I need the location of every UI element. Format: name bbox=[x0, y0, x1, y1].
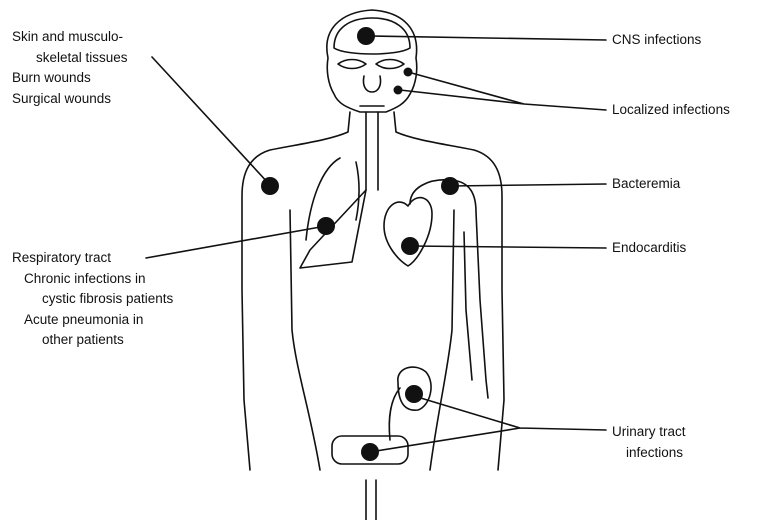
label-cns-text: CNS infections bbox=[612, 32, 702, 47]
label-urinary-line1: Urinary tract bbox=[612, 424, 686, 439]
label-skin-line4: Surgical wounds bbox=[12, 90, 112, 106]
label-respiratory: Respiratory tract Chronic infections in … bbox=[12, 248, 173, 351]
marker-cns bbox=[357, 27, 375, 45]
label-urinary: Urinary tract infections bbox=[612, 422, 686, 463]
body-outline bbox=[241, 111, 505, 471]
urethra bbox=[365, 479, 377, 520]
leader-urinary bbox=[369, 395, 607, 453]
leader-skin bbox=[151, 56, 271, 186]
marker-localized-lower bbox=[393, 85, 403, 95]
label-respiratory-line3: cystic fibrosis patients bbox=[42, 291, 174, 306]
label-localized-text: Localized infections bbox=[612, 102, 730, 117]
leader-cns bbox=[367, 35, 607, 41]
aorta bbox=[409, 179, 489, 399]
label-skin: Skin and musculo- skeletal tissues Burn … bbox=[12, 27, 128, 109]
label-bacteremia-text: Bacteremia bbox=[612, 176, 681, 191]
label-urinary-line2: infections bbox=[626, 444, 684, 460]
marker-skin bbox=[261, 177, 279, 195]
head-outline bbox=[326, 9, 418, 113]
label-skin-line3: Burn wounds bbox=[12, 70, 91, 85]
right-eye bbox=[375, 58, 405, 70]
marker-endocarditis bbox=[401, 237, 419, 255]
leader-endocarditis bbox=[409, 245, 607, 249]
label-skin-line2: skeletal tissues bbox=[36, 49, 128, 65]
trachea bbox=[365, 111, 379, 191]
leader-bacteremia bbox=[449, 183, 607, 187]
marker-bladder bbox=[361, 443, 379, 461]
marker-respiratory bbox=[317, 217, 335, 235]
heart-outline bbox=[383, 196, 433, 267]
label-cns: CNS infections bbox=[612, 30, 701, 51]
kidney-outline bbox=[397, 366, 432, 411]
marker-bacteremia bbox=[441, 177, 459, 195]
leader-respiratory bbox=[145, 225, 327, 259]
lungs-outline bbox=[299, 157, 367, 269]
brain-outline bbox=[333, 17, 411, 55]
nose bbox=[362, 75, 382, 93]
leader-localized bbox=[399, 71, 607, 111]
left-eye bbox=[337, 58, 367, 70]
ureter bbox=[388, 387, 401, 441]
label-respiratory-line4: Acute pneumonia in bbox=[24, 311, 144, 327]
label-respiratory-line2: Chronic infections in bbox=[24, 270, 146, 286]
label-skin-line1: Skin and musculo- bbox=[12, 29, 124, 44]
label-endocarditis-text: Endocarditis bbox=[612, 240, 687, 255]
marker-kidney bbox=[405, 385, 423, 403]
label-localized: Localized infections bbox=[612, 100, 730, 121]
label-endocarditis: Endocarditis bbox=[612, 238, 686, 259]
bladder-outline bbox=[331, 435, 409, 465]
label-respiratory-line5: other patients bbox=[42, 332, 124, 347]
label-respiratory-title: Respiratory tract bbox=[12, 250, 112, 265]
marker-localized-upper bbox=[403, 67, 413, 77]
label-bacteremia: Bacteremia bbox=[612, 174, 680, 195]
